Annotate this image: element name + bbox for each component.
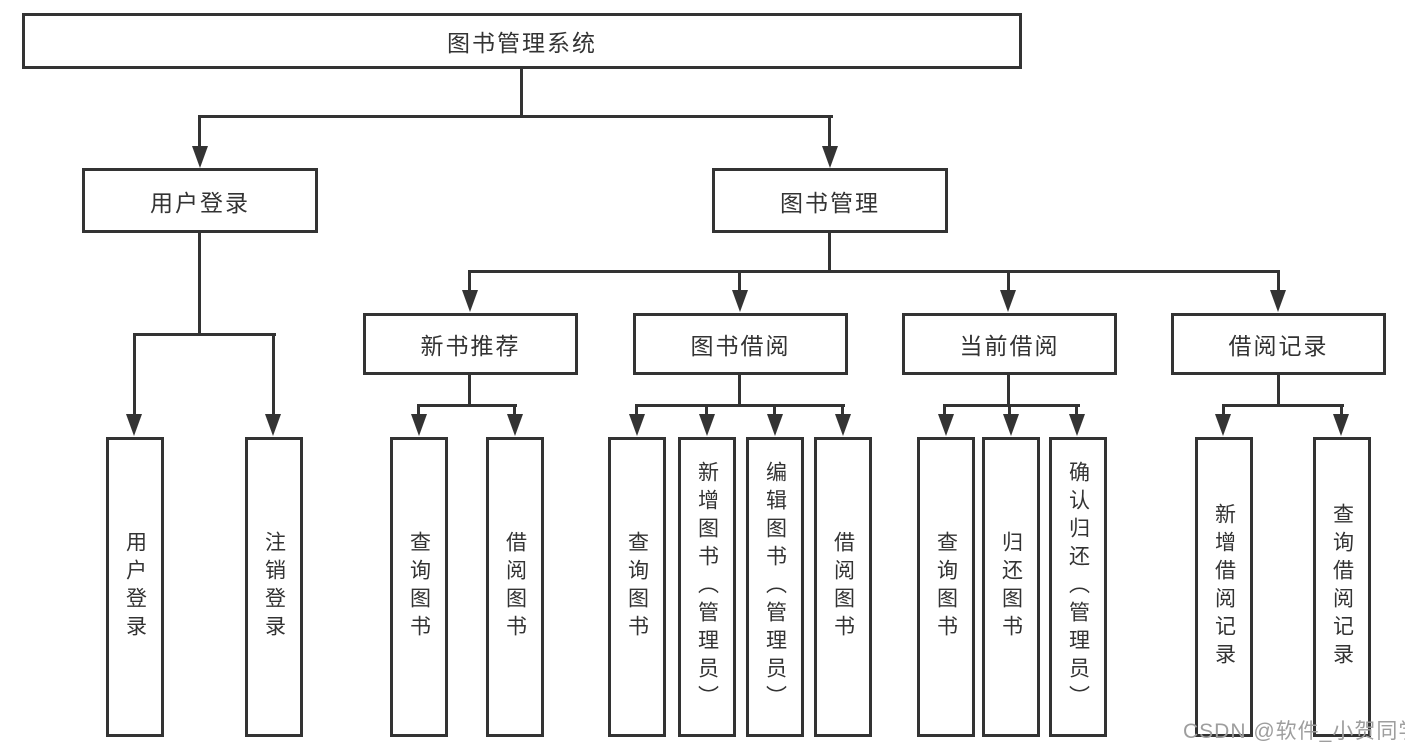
node-leaf-br-add-record-label: 新增借阅记录 — [1212, 503, 1236, 671]
node-book-borrowing: 图书借阅 — [633, 313, 848, 375]
node-user-login: 用户登录 — [82, 168, 318, 233]
arrow-down-icon — [1069, 414, 1085, 436]
connector-line — [272, 333, 275, 415]
connector-line — [133, 333, 276, 336]
arrow-down-icon — [1270, 290, 1286, 312]
node-leaf-cb-confirm-return-label: 确认归还（管理员） — [1066, 461, 1090, 713]
node-leaf-nb-query-books: 查询图书 — [390, 437, 448, 737]
connector-line — [773, 404, 776, 416]
connector-line — [468, 270, 1280, 273]
connector-line — [943, 404, 946, 416]
arrow-down-icon — [629, 414, 645, 436]
connector-line — [417, 404, 420, 416]
arrow-down-icon — [938, 414, 954, 436]
arrow-down-icon — [835, 414, 851, 436]
node-leaf-br-query-record-label: 查询借阅记录 — [1330, 503, 1354, 671]
node-leaf-bb-query-books: 查询图书 — [608, 437, 666, 737]
node-leaf-br-query-record: 查询借阅记录 — [1313, 437, 1371, 737]
node-borrowing-records-label: 借阅记录 — [1228, 333, 1329, 359]
connector-line — [468, 270, 471, 293]
arrow-down-icon — [1215, 414, 1231, 436]
node-leaf-bb-edit-books-label: 编辑图书（管理员） — [763, 461, 787, 713]
connector-line — [943, 404, 1080, 407]
connector-line — [1008, 404, 1011, 416]
connector-line — [1277, 375, 1280, 406]
csdn-watermark: CSDN @软件_小贺同学 — [1183, 720, 1405, 743]
connector-line — [1277, 270, 1280, 293]
connector-line — [513, 404, 516, 416]
node-leaf-bb-query-books-label: 查询图书 — [625, 531, 649, 643]
node-leaf-user-login-label: 用户登录 — [123, 531, 147, 643]
node-leaf-cb-query-books: 查询图书 — [917, 437, 975, 737]
arrow-down-icon — [1003, 414, 1019, 436]
connector-line — [520, 68, 523, 118]
connector-line — [738, 270, 741, 293]
node-leaf-logout: 注销登录 — [245, 437, 303, 737]
node-new-book-recommend-label: 新书推荐 — [420, 333, 521, 359]
arrow-down-icon — [265, 414, 281, 436]
node-book-borrowing-label: 图书借阅 — [690, 333, 791, 359]
connector-line — [417, 404, 517, 407]
node-leaf-bb-borrow-books-label: 借阅图书 — [831, 531, 855, 643]
node-current-borrowing-label: 当前借阅 — [959, 333, 1060, 359]
connector-line — [738, 375, 741, 406]
connector-line — [1222, 404, 1344, 407]
connector-line — [198, 115, 201, 147]
connector-line — [705, 404, 708, 416]
node-leaf-nb-query-books-label: 查询图书 — [407, 531, 431, 643]
arrow-down-icon — [767, 414, 783, 436]
node-leaf-cb-query-books-label: 查询图书 — [934, 531, 958, 643]
connector-line — [1340, 404, 1343, 416]
node-leaf-logout-label: 注销登录 — [262, 531, 286, 643]
connector-line — [1007, 270, 1010, 293]
arrow-down-icon — [1000, 290, 1016, 312]
node-book-management-label: 图书管理 — [780, 189, 880, 216]
connector-line — [635, 404, 638, 416]
node-leaf-bb-add-books: 新增图书（管理员） — [678, 437, 736, 737]
connector-line — [1007, 375, 1010, 406]
arrow-down-icon — [411, 414, 427, 436]
connector-line — [635, 404, 845, 407]
arrow-down-icon — [507, 414, 523, 436]
arrow-down-icon — [732, 290, 748, 312]
node-new-book-recommend: 新书推荐 — [363, 313, 578, 375]
arrow-down-icon — [126, 414, 142, 436]
connector-line — [828, 233, 831, 273]
arrow-down-icon — [1333, 414, 1349, 436]
connector-line — [133, 333, 136, 415]
node-leaf-cb-confirm-return: 确认归还（管理员） — [1049, 437, 1107, 737]
connector-line — [468, 375, 471, 406]
connector-line — [198, 115, 833, 118]
node-leaf-nb-borrow-books-label: 借阅图书 — [503, 531, 527, 643]
node-leaf-cb-return-books: 归还图书 — [982, 437, 1040, 737]
node-borrowing-records: 借阅记录 — [1171, 313, 1386, 375]
node-current-borrowing: 当前借阅 — [902, 313, 1117, 375]
node-leaf-cb-return-books-label: 归还图书 — [999, 531, 1023, 643]
arrow-down-icon — [822, 146, 838, 168]
connector-line — [828, 115, 831, 147]
node-leaf-bb-add-books-label: 新增图书（管理员） — [695, 461, 719, 713]
node-library-system: 图书管理系统 — [22, 13, 1022, 69]
connector-line — [1222, 404, 1225, 416]
node-library-system-label: 图书管理系统 — [447, 30, 597, 56]
arrow-down-icon — [699, 414, 715, 436]
node-book-management: 图书管理 — [712, 168, 948, 233]
connector-line — [1075, 404, 1078, 416]
node-leaf-bb-edit-books: 编辑图书（管理员） — [746, 437, 804, 737]
node-user-login-label: 用户登录 — [150, 189, 250, 216]
arrow-down-icon — [462, 290, 478, 312]
node-leaf-bb-borrow-books: 借阅图书 — [814, 437, 872, 737]
node-leaf-user-login: 用户登录 — [106, 437, 164, 737]
connector-line — [198, 233, 201, 336]
node-leaf-br-add-record: 新增借阅记录 — [1195, 437, 1253, 737]
arrow-down-icon — [192, 146, 208, 168]
connector-line — [841, 404, 844, 416]
node-leaf-nb-borrow-books: 借阅图书 — [486, 437, 544, 737]
